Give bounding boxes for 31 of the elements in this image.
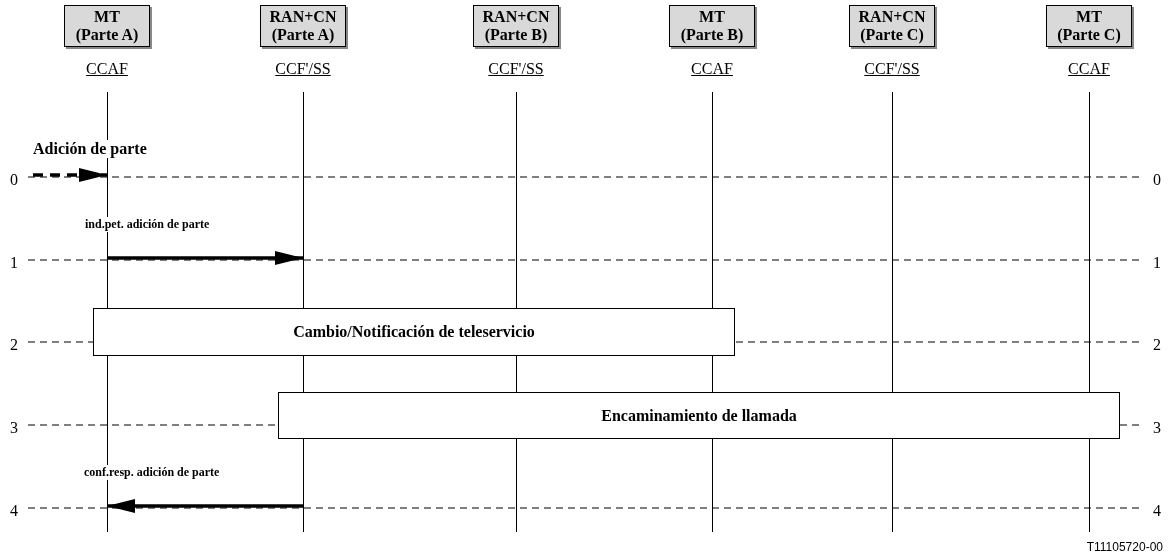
edge-label: conf.resp. adición de parte xyxy=(84,465,220,480)
step-number: 4 xyxy=(1153,502,1161,520)
edge-label: ind.pet. adición de parte xyxy=(85,217,210,232)
entity-label: CCF'/SS xyxy=(275,60,331,78)
process-box: Cambio/Notificación de teleservicio xyxy=(93,308,735,356)
step-number: 0 xyxy=(10,171,18,189)
arrow xyxy=(33,168,107,182)
process-box: Encaminamiento de llamada xyxy=(278,392,1120,439)
participant-box: RAN+CN (Parte A) xyxy=(260,5,346,47)
entity-label: CCAF xyxy=(86,60,128,78)
participant-box: MT (Parte B) xyxy=(669,5,755,47)
edge-label: Adición de parte xyxy=(33,140,147,158)
entity-label: CCF'/SS xyxy=(864,60,920,78)
entity-label: CCF'/SS xyxy=(488,60,544,78)
step-number: 3 xyxy=(10,419,18,437)
step-number: 3 xyxy=(1153,419,1161,437)
reference-code: T11105720-00 xyxy=(1086,540,1163,554)
step-number: 2 xyxy=(1153,336,1161,354)
participant-box: RAN+CN (Parte B) xyxy=(473,5,559,47)
step-number: 4 xyxy=(10,502,18,520)
participant-box: RAN+CN (Parte C) xyxy=(849,5,935,47)
arrow xyxy=(107,251,303,265)
step-number: 0 xyxy=(1153,171,1161,189)
arrow xyxy=(107,499,303,513)
step-number: 1 xyxy=(1153,254,1161,272)
participant-box: MT (Parte A) xyxy=(64,5,150,47)
step-number: 2 xyxy=(10,336,18,354)
entity-label: CCAF xyxy=(1068,60,1110,78)
entity-label: CCAF xyxy=(691,60,733,78)
step-number: 1 xyxy=(10,254,18,272)
participant-box: MT (Parte C) xyxy=(1046,5,1132,47)
